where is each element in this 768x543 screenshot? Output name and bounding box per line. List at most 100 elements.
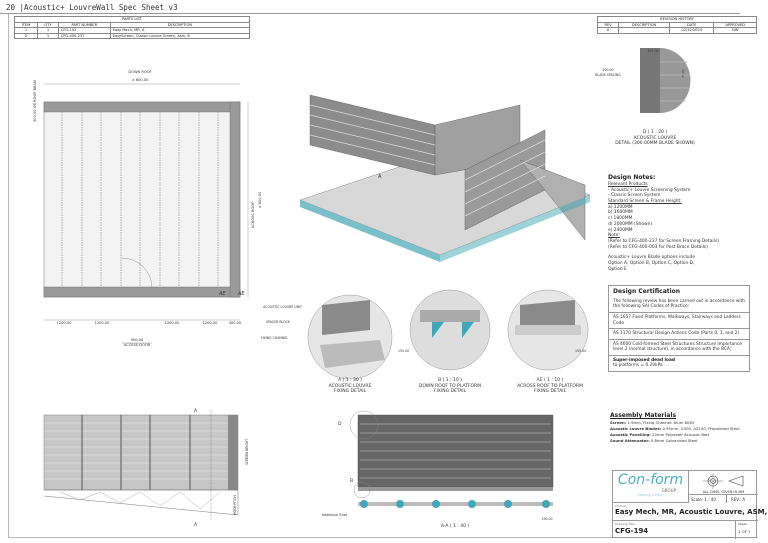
note-line: - Classic Screen System bbox=[608, 193, 661, 199]
col-approved: APPROVED bbox=[713, 21, 757, 28]
dim: 1200.00 bbox=[95, 321, 111, 325]
note-line: Note: bbox=[608, 233, 620, 239]
material-value: 1.9mm, Fixing Channel: Alum 6063 bbox=[626, 420, 695, 426]
drawing-label: Drawing Title bbox=[615, 522, 635, 526]
scale: D ( 1 : 20 ) bbox=[642, 130, 668, 135]
note-line: Option E bbox=[608, 266, 627, 272]
note-line: b) 1600MM bbox=[608, 210, 633, 216]
material-key: Sound Attenuator: bbox=[610, 437, 650, 443]
ae-marker: AE bbox=[237, 291, 245, 297]
detail-ae-drawing bbox=[507, 289, 589, 371]
material-item: Sound Attenuator: 0.8mm Galvanised Steel bbox=[610, 438, 758, 444]
material-key: Acoustic Louvre Blades: bbox=[610, 426, 662, 432]
section-marker-a: A bbox=[378, 174, 382, 180]
assembly-list: Screen: 1.9mm, Fixing Channel: Alum 6063… bbox=[610, 420, 758, 444]
code-as4600: AS 4600 Cold-formed Steel Structures Str… bbox=[609, 340, 749, 356]
across-dim: ± 600.00 bbox=[258, 191, 262, 208]
assembly-title: Assembly Materials bbox=[610, 412, 677, 419]
callout-spacer-block: SPACER BLOCK bbox=[266, 320, 291, 324]
subtitle: FIXING DETAIL bbox=[433, 389, 467, 395]
section-dim: 190.00 bbox=[541, 517, 552, 521]
note-line: e) 2400MM bbox=[608, 227, 633, 233]
scale-field: Scale: 1 : 40 bbox=[689, 495, 727, 503]
cell bbox=[618, 27, 670, 34]
col-rev: REV bbox=[596, 21, 620, 28]
units-note: ALL DIMS. GIVEN IN MM bbox=[702, 490, 745, 494]
company-logo: Con-form GROUP Making it Easy bbox=[613, 471, 689, 503]
scale: B ( 1 : 10 ) bbox=[438, 378, 462, 383]
detail-d-side: 75.00 bbox=[681, 69, 685, 78]
section-marker-a: A bbox=[194, 408, 198, 414]
dim: 1200.00 bbox=[57, 321, 73, 325]
logo-sub: GROUP bbox=[661, 488, 676, 493]
callout-fixing-channel: FIXING CHANNEL bbox=[261, 336, 288, 340]
title-block: Con-form GROUP Making it Easy ALL DIMS. … bbox=[612, 470, 768, 539]
down-roof-label: DOWN ROOF bbox=[128, 70, 151, 74]
design-notes: Design Notes: Relevant Products- Acousti… bbox=[608, 174, 756, 273]
note-line: - Acoustic+ Louvre Screening System bbox=[608, 187, 691, 193]
drawing-number: CFG-194 bbox=[615, 527, 649, 535]
logo-tagline: Making it Easy bbox=[637, 493, 664, 497]
detail-ae-dim: 155.00 bbox=[575, 349, 586, 353]
load-value: to platforms = 0.20kPa bbox=[613, 363, 663, 369]
ae-marker: AE bbox=[218, 291, 226, 297]
detail-d-spacing-label: BLADE SPACING bbox=[595, 73, 621, 77]
material-item: Screen: 1.9mm, Fixing Channel: Alum 6063 bbox=[610, 420, 758, 426]
isometric-view bbox=[299, 94, 591, 262]
load-title: Super-imposed dead load bbox=[613, 357, 675, 363]
scale: AE ( 1 : 10 ) bbox=[536, 378, 564, 383]
cell: A bbox=[596, 27, 620, 34]
cell: 2 bbox=[13, 32, 39, 39]
section-aa-view bbox=[349, 410, 554, 508]
note-line: (Refer to CFG-400-237 for Screen Framing… bbox=[608, 238, 719, 244]
note-line: a) 1200MM bbox=[608, 204, 633, 210]
material-value: 0.95mm, G300, AZ150, Prepainted Steel bbox=[661, 426, 740, 432]
certification-intro: The following review has been carried ou… bbox=[613, 298, 746, 310]
side-elevation bbox=[43, 410, 239, 520]
divider bbox=[0, 13, 740, 14]
divider bbox=[613, 520, 758, 521]
width-dim: ± 600.00 bbox=[132, 78, 149, 82]
callout-louvre-unit: ACOUSTIC LOUVRE UNIT bbox=[263, 305, 302, 309]
material-item: Acoustic Louvre Blades: 0.95mm, G300, AZ… bbox=[610, 426, 758, 432]
title: DOWN ROOF TO PLATFORM bbox=[418, 383, 482, 389]
product-name: Easy Mech, MR, Acoustic Louvre, ASM, A bbox=[615, 508, 768, 516]
document-title: 20 |Acoustic+ LouvreWall Spec Sheet v3 bbox=[6, 3, 178, 12]
material-value: 0.8mm Galvanised Steel bbox=[649, 437, 698, 443]
title: ACOUSTIC LOUVRE bbox=[328, 383, 372, 389]
detail-b-drawing bbox=[409, 289, 491, 371]
subtitle: DETAIL (300.00MM BLADE SHOWN) bbox=[615, 141, 695, 147]
code-as1657: AS 1657 Fixed Platforms, Walkways, Stair… bbox=[609, 313, 749, 330]
title: ACROSS ROOF TO PLATFORM bbox=[517, 383, 583, 389]
detail-b-dim: 155.00 bbox=[398, 349, 409, 353]
cell: EasyScreen, Classic Louvre Screen, Asm, … bbox=[109, 32, 251, 39]
revision-title: REVISION HISTORY bbox=[597, 16, 757, 23]
title: ACOUSTIC LOUVRE bbox=[633, 135, 677, 141]
third-angle-projection-icon bbox=[702, 473, 743, 489]
note-line: c) 1800MM bbox=[608, 216, 633, 222]
detail-a-drawing bbox=[307, 294, 393, 380]
left-dim: 300.00 OR ROOF BEAM bbox=[33, 80, 37, 122]
design-notes-list: Relevant Products- Acoustic+ Louvre Scre… bbox=[608, 182, 756, 273]
logo-text: Con-form bbox=[617, 472, 684, 488]
assembly-materials: Assembly Materials Screen: 1.9mm, Fixing… bbox=[610, 411, 758, 444]
subtitle: FIXING DETAIL bbox=[533, 389, 567, 395]
detail-d-marker: D bbox=[338, 421, 342, 427]
cell: DW bbox=[713, 27, 757, 34]
dim: 1200.00 bbox=[165, 321, 181, 325]
roof-pitch-label: ROOF PITCH bbox=[233, 495, 237, 515]
screen-height-label: SCREEN HEIGHT bbox=[245, 439, 249, 465]
detail-b-marker: B bbox=[350, 478, 353, 484]
col-description: DESCRIPTION bbox=[109, 21, 251, 28]
sheet-label: Sheet bbox=[738, 522, 747, 526]
detail-d-spacing: 200.00 bbox=[602, 68, 613, 72]
certification-title: Design Certification bbox=[613, 288, 681, 295]
subtitle: FIXING DETAIL bbox=[333, 389, 367, 395]
